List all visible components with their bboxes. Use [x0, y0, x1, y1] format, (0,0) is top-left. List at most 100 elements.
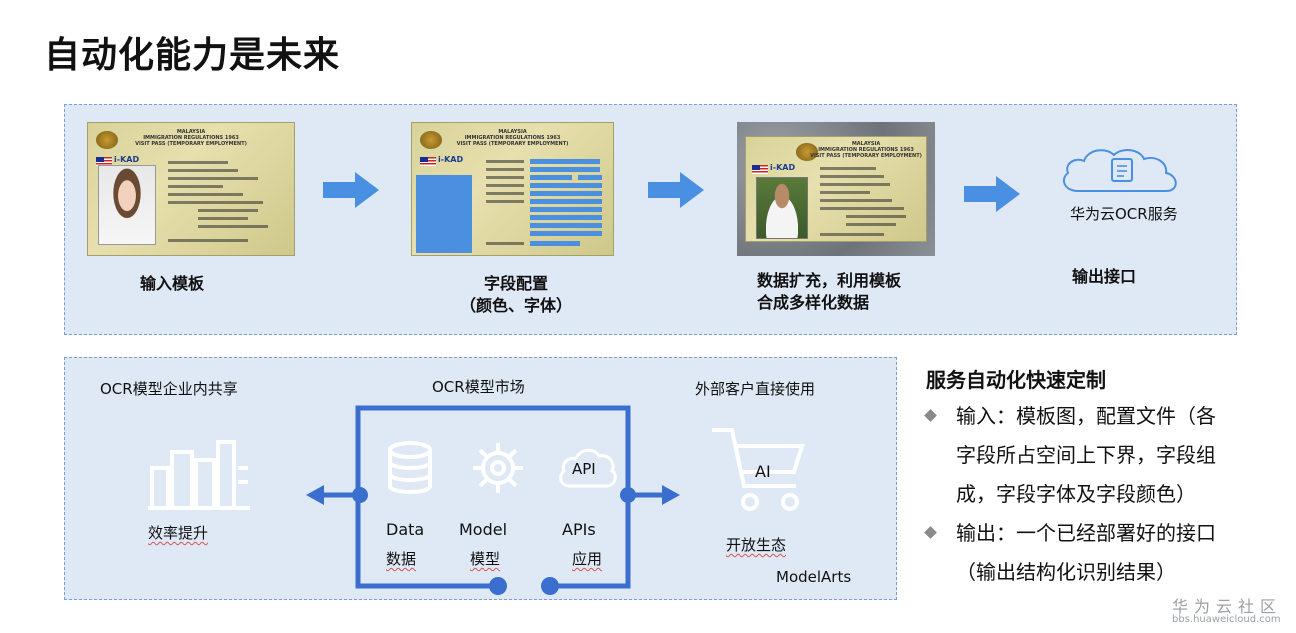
flow-arrow-2-icon — [648, 172, 704, 208]
id-card-input-template: MALAYSIA IMMIGRATION REGULATIONS 1963 VI… — [87, 122, 295, 256]
card-text-line — [820, 167, 876, 170]
card-text-line — [820, 199, 892, 202]
card-kad-label: i-KAD — [114, 155, 140, 164]
step-data-augmentation-line2: 合成多样化数据 — [757, 293, 870, 312]
crest-icon — [796, 143, 818, 161]
card-text-line — [846, 223, 896, 226]
card-header-line1: MALAYSIA — [176, 129, 206, 135]
apis-label-cn: 应用 — [572, 550, 603, 568]
ai-label: AI — [755, 462, 771, 481]
data-label-cn: 数据 — [386, 550, 417, 568]
field-mask — [530, 183, 602, 188]
card-text-line — [168, 193, 243, 196]
card-header: MALAYSIA IMMIGRATION REGULATIONS 1963 VI… — [88, 129, 294, 147]
page-title: 自动化能力是未来 — [44, 35, 341, 76]
database-icon — [388, 441, 432, 494]
flow-arrow-3-icon — [964, 176, 1020, 212]
step-input-template-label: 输入模板 — [140, 274, 205, 293]
id-card-synthetic: MALAYSIA IMMIGRATION REGULATIONS 1963 VI… — [745, 136, 927, 242]
card-text-line — [168, 169, 238, 172]
card-header-line2: IMMIGRATION REGULATIONS 1963 — [464, 135, 561, 141]
synthetic-card-background: MALAYSIA IMMIGRATION REGULATIONS 1963 VI… — [737, 122, 935, 256]
crest-icon — [96, 131, 118, 149]
bullet-input-line3: 成，字段字体及字段颜色） — [956, 482, 1196, 506]
efficiency-caption: 效率提升 — [148, 524, 209, 542]
field-mask — [530, 199, 602, 204]
card-text-line — [486, 168, 524, 171]
card-text-line — [168, 177, 258, 180]
field-mask — [530, 159, 600, 164]
crest-icon — [420, 131, 442, 149]
model-label-en: Model — [459, 520, 508, 539]
card-header-line1: MALAYSIA — [851, 141, 881, 147]
model-label-cn: 模型 — [470, 550, 501, 568]
flag-icon — [420, 157, 436, 166]
card-text-line — [198, 225, 268, 228]
summary-bullet-output: 输出：一个已经部署好的接口 （输出结构化识别结果） — [924, 514, 1216, 592]
flag-icon — [752, 165, 768, 174]
card-text-line — [486, 184, 524, 187]
external-customer-title: 外部客户直接使用 — [695, 380, 816, 398]
data-label-en: Data — [386, 520, 425, 539]
card-header: MALAYSIA IMMIGRATION REGULATIONS 1963 VI… — [806, 141, 926, 159]
card-text-line — [820, 183, 890, 186]
field-mask — [530, 191, 602, 196]
market-frame-diagram — [306, 405, 680, 595]
bullet-output-line1: 输出：一个已经部署好的接口 — [956, 521, 1216, 545]
field-mask — [578, 175, 602, 180]
portrait-photo — [98, 165, 156, 245]
open-ecosystem-caption: 开放生态 — [726, 536, 787, 554]
market-title: OCR模型市场 — [432, 378, 525, 396]
card-text-line — [486, 200, 524, 203]
gear-icon — [473, 443, 523, 493]
card-text-line — [168, 161, 228, 164]
card-text-line — [820, 233, 884, 236]
step-field-config-line1: 字段配置 — [483, 274, 548, 293]
card-header-line3: VISIT PASS (TEMPORARY EMPLOYMENT) — [456, 141, 569, 147]
card-text-line — [846, 215, 906, 218]
enterprise-share-title: OCR模型企业内共享 — [100, 380, 238, 398]
shopping-cart-icon — [712, 428, 805, 511]
field-mask — [530, 231, 602, 236]
modelarts-label: ModelArts — [776, 568, 852, 586]
api-cloud-icon — [559, 448, 617, 488]
card-text-line — [820, 175, 884, 178]
card-header: MALAYSIA IMMIGRATION REGULATIONS 1963 VI… — [412, 129, 613, 147]
card-text-line — [168, 201, 263, 204]
card-text-line — [486, 242, 524, 245]
field-mask — [530, 175, 572, 180]
bullet-output-line2: （输出结构化识别结果） — [956, 560, 1176, 584]
card-header-line1: MALAYSIA — [498, 129, 527, 135]
step-data-augmentation-label: 数据扩充，利用模板 合成多样化数据 — [757, 270, 901, 314]
card-text-line — [198, 217, 248, 220]
card-text-line — [486, 192, 524, 195]
api-cloud-label: API — [572, 460, 596, 478]
card-header-line3: VISIT PASS (TEMPORARY EMPLOYMENT) — [810, 153, 922, 159]
field-mask — [530, 167, 600, 172]
photo-mask — [416, 175, 472, 253]
card-text-line — [168, 185, 223, 188]
card-text-line — [820, 207, 904, 210]
summary-bullet-input: 输入：模板图，配置文件（各 字段所占空间上下界，字段组 成，字段字体及字段颜色） — [924, 397, 1216, 514]
cloud-service-label: 华为云OCR服务 — [1070, 205, 1178, 223]
watermark-url: bbs.huaweicloud.com — [1172, 614, 1281, 625]
apis-label-en: APIs — [562, 520, 596, 539]
card-header-line3: VISIT PASS (TEMPORARY EMPLOYMENT) — [135, 141, 247, 147]
field-mask — [530, 207, 602, 212]
step-data-augmentation-line1: 数据扩充，利用模板 — [757, 271, 902, 290]
summary-heading: 服务自动化快速定制 — [926, 368, 1106, 392]
card-kad-label: i-KAD — [438, 155, 464, 164]
portrait-photo — [756, 177, 808, 239]
buildings-icon — [148, 440, 250, 510]
card-text-line — [486, 160, 524, 163]
step-field-config-label: 字段配置 （颜色、字体） — [448, 273, 584, 317]
field-mask — [530, 215, 602, 220]
card-text-line — [168, 239, 248, 242]
field-mask — [530, 223, 602, 228]
id-card-field-config: MALAYSIA IMMIGRATION REGULATIONS 1963 VI… — [411, 122, 614, 256]
bullet-input-line1: 输入：模板图，配置文件（各 — [956, 404, 1216, 428]
flag-icon — [96, 157, 112, 166]
card-header-line2: IMMIGRATION REGULATIONS 1963 — [818, 147, 914, 153]
field-mask — [530, 241, 580, 246]
watermark-cn: 华为云社区 — [1172, 597, 1283, 616]
